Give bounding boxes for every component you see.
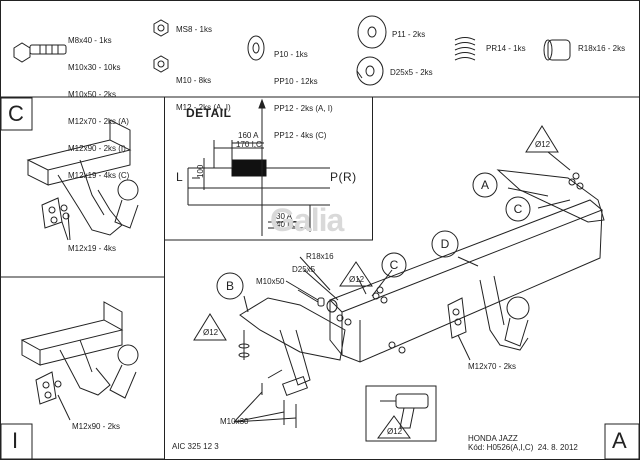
circle-d — [431, 230, 459, 258]
triangle-phi12-mid — [339, 261, 373, 287]
panel-c-note: M12x19 - 4ks — [68, 244, 117, 253]
panel-i-frame — [0, 276, 165, 460]
washer-icon — [247, 35, 265, 61]
code-right: Kód: H0526(A,I,C) 24. 8. 2012 — [468, 443, 578, 452]
m10x50-label: M10x50 — [256, 277, 285, 286]
bushing-icon — [543, 39, 571, 61]
panel-i-label: I — [12, 428, 19, 453]
washer-list-item: PP10 - 12ks — [274, 77, 318, 86]
ms8-nut-icon — [153, 19, 169, 37]
detail-drawing — [187, 98, 330, 236]
circle-b-label: B — [225, 279, 234, 293]
dim-100: 100 — [196, 164, 205, 178]
bolt-list-item: M8x40 - 1ks — [68, 36, 112, 45]
d25x5-label: D25x5 — [292, 265, 316, 274]
bolt-list-item: M12x90 - 2ks (I) — [68, 144, 126, 153]
m12x70-label: M12x70 - 2ks — [468, 362, 517, 371]
circle-a-label: A — [480, 178, 489, 192]
code-left: AIC 325 12 3 — [172, 442, 219, 451]
panel-a-label: A — [612, 428, 627, 453]
detail-title: DETAIL — [186, 106, 232, 120]
panel-c-label: C — [8, 101, 24, 126]
panel-c-label-box — [0, 97, 33, 131]
dim-40: 40 I,C — [276, 220, 298, 229]
phi12-mid-label: Ø12 — [349, 275, 365, 284]
drill-icon — [380, 393, 429, 429]
m10x30-label: M10x30 — [220, 417, 249, 426]
dim-160: 160 A — [238, 131, 259, 140]
watermark-logo: Galia — [270, 202, 344, 238]
washer-list: P10 - 1ks PP10 - 12ks PP12 - 2ks (A, I) … — [274, 32, 333, 149]
panel-i-hitch-drawing — [20, 301, 139, 421]
panel-a-label-box — [604, 423, 640, 460]
model-name: HONDA JAZZ — [468, 434, 518, 443]
phi12-left-label: Ø12 — [203, 328, 219, 337]
d25-label: D25x5 - 2ks — [390, 68, 433, 77]
p11-label: P11 - 2ks — [392, 30, 426, 39]
panel-i-note: M12x90 - 2ks — [72, 422, 121, 431]
detail-l-label: L — [176, 170, 184, 184]
circle-c-main — [505, 196, 531, 222]
d25-spacer-icon — [356, 56, 384, 86]
panel-c-hitch-drawing — [26, 119, 139, 241]
detail-pr-label: P(R) — [330, 170, 357, 184]
circle-a — [472, 172, 498, 198]
nut-list: M10 - 8ks M12 - 2ks (A, I) — [176, 58, 231, 121]
bolt-icon — [13, 42, 67, 63]
circle-c-main-label: C — [513, 202, 523, 216]
bolt-list-item: M10x30 - 10ks — [68, 63, 121, 72]
bolt-list-item: M12x19 - 4ks (C) — [68, 171, 130, 180]
pr14-label: PR14 - 1ks — [486, 44, 526, 53]
circle-c-mid — [381, 252, 407, 278]
circle-b — [216, 272, 244, 300]
phi12-top-label: Ø12 — [535, 140, 551, 149]
panel-i-label-box — [0, 423, 33, 460]
nut-list-item: M10 - 8ks — [176, 76, 212, 85]
p11-washer-icon — [357, 15, 387, 49]
circle-c-mid-label: C — [389, 258, 399, 272]
r18-label: R18x16 - 2ks — [578, 44, 626, 53]
detail-frame — [164, 96, 373, 241]
spring-washer-icon — [454, 37, 476, 61]
nut-list-item: M12 - 2ks (A, I) — [176, 103, 231, 112]
bolt-list-item: M10x50 - 2ks — [68, 90, 117, 99]
ms8-label: MS8 - 1ks — [176, 25, 213, 34]
triangle-phi12-drill — [377, 415, 411, 439]
triangle-phi12-top — [525, 125, 559, 153]
washer-list-item: P10 - 1ks — [274, 50, 308, 59]
bolt-list: M8x40 - 1ks M10x30 - 10ks M10x50 - 2ks M… — [68, 18, 129, 189]
drill-box — [365, 385, 437, 442]
phi12-drill-label: Ø12 — [387, 427, 403, 436]
bolt-list-item: M12x70 - 2ks (A) — [68, 117, 129, 126]
dim-170: 170 I,C — [236, 140, 262, 149]
washer-list-item: PP12 - 2ks (A, I) — [274, 104, 333, 113]
washer-list-item: PP12 - 4ks (C) — [274, 131, 327, 140]
triangle-phi12-left — [193, 313, 227, 341]
dim-30: 30 A — [276, 212, 293, 221]
r18x16-label: R18x16 — [306, 252, 334, 261]
circle-d-label: D — [440, 237, 450, 251]
m10-nut-icon — [153, 55, 169, 73]
main-hitch-drawing — [233, 151, 605, 428]
